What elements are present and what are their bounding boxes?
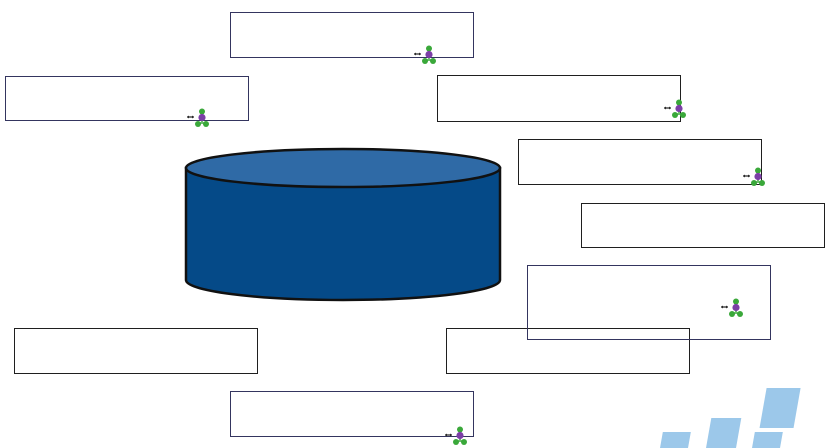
network-node-icon	[186, 108, 210, 128]
network-node-icon	[413, 45, 437, 65]
watermark-block	[759, 388, 801, 428]
database-body	[184, 166, 502, 302]
network-node-icon	[742, 167, 766, 187]
watermark-logo	[660, 388, 801, 448]
diagram-box-8	[446, 328, 690, 374]
diagram-box-5	[581, 203, 825, 248]
watermark-block	[752, 432, 783, 448]
diagram-box-2	[5, 76, 249, 121]
diagram-box-9	[230, 391, 474, 437]
database-top	[184, 147, 502, 189]
diagram-box-6	[527, 265, 771, 340]
network-node-icon	[444, 426, 468, 446]
network-node-icon	[663, 99, 687, 119]
diagram-box-3	[437, 75, 681, 122]
watermark-block	[660, 432, 691, 448]
diagram-box-7	[14, 328, 258, 374]
watermark-block	[706, 418, 742, 448]
diagram-box-4	[518, 139, 762, 185]
network-node-icon	[720, 298, 744, 318]
database-cylinder	[184, 147, 502, 302]
diagram-box-1	[230, 12, 474, 58]
